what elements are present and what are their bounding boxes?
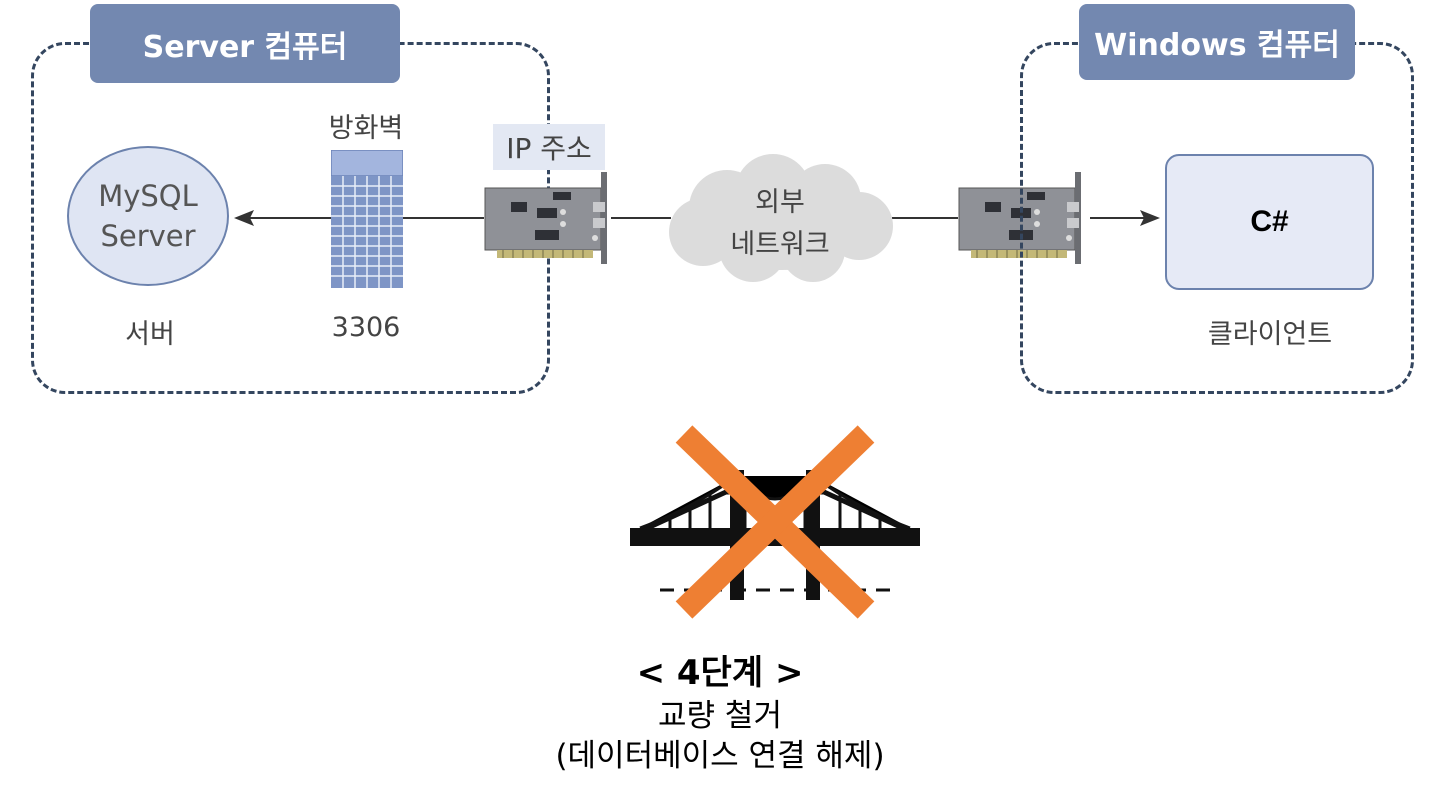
cloud-icon (669, 154, 893, 282)
step-description: (데이터베이스 연결 해제) (555, 738, 885, 774)
step-title: < 4단계 > (636, 653, 804, 693)
mysql-server-node: MySQL Server (67, 146, 229, 286)
server-computer-tab: Server 컴퓨터 (90, 4, 400, 83)
cloud-line1: 외부 (755, 187, 805, 218)
port-label: 3306 (331, 312, 401, 343)
server-label: 서버 (125, 319, 175, 350)
firewall-icon (331, 150, 403, 288)
windows-computer-tab: Windows 컴퓨터 (1079, 4, 1355, 80)
server-network-card-icon (484, 172, 607, 264)
server-to-cloud-line (611, 217, 671, 219)
cloud-line2: 네트워크 (730, 229, 830, 260)
client-app-label: C# (1250, 205, 1289, 238)
step-subtitle: 교량 철거 (658, 698, 782, 734)
firewall-label: 방화벽 (328, 113, 404, 144)
client-app-box: C# (1165, 154, 1374, 290)
mysql-line2: Server (100, 219, 196, 253)
mysql-line1: MySQL (98, 179, 198, 213)
client-label: 클라이언트 (1207, 319, 1333, 350)
ip-address-tag: IP 주소 (493, 124, 605, 170)
arrow-to-client (1090, 210, 1160, 226)
cross-icon (675, 425, 875, 619)
cloud-to-client-line (892, 217, 958, 219)
